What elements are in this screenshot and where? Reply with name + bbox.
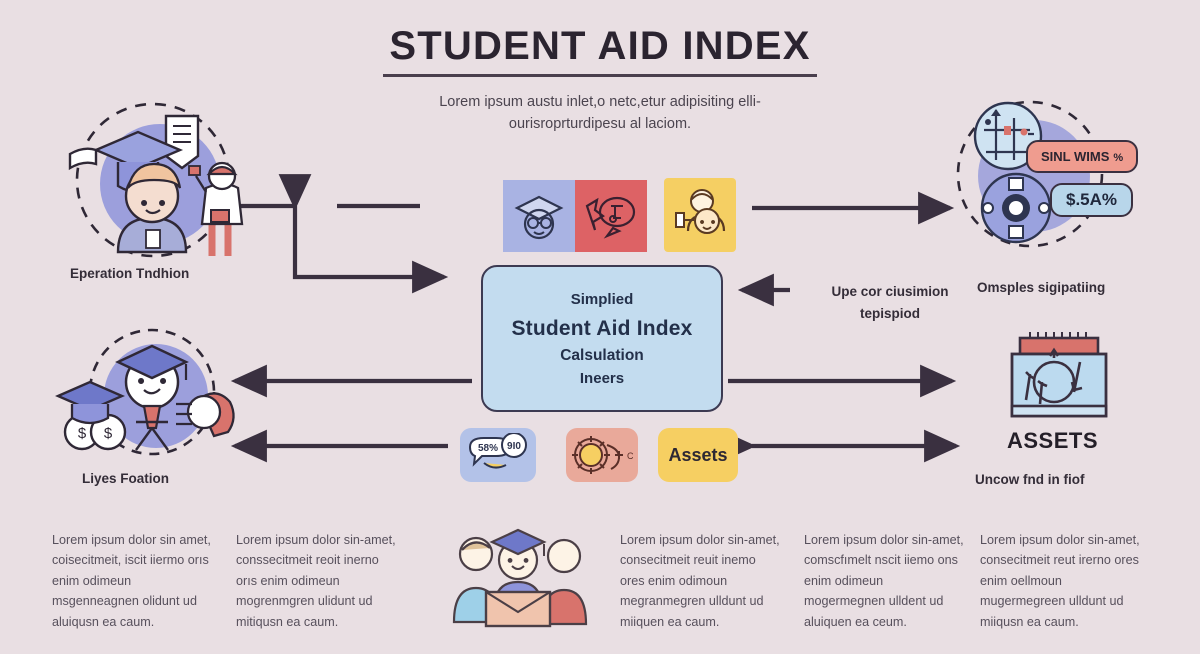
graduation-cap-icon — [514, 195, 564, 240]
gear-mark: C — [627, 451, 633, 461]
tile-graduate — [503, 180, 575, 252]
gear-icon: C — [572, 436, 633, 474]
center-box-line3: Calsulation — [560, 346, 644, 364]
label-top-left: Eperation Tndhion — [70, 266, 190, 281]
paragraph-1: Lorem ipsum dolor sin amet, coisecitmeit… — [52, 533, 211, 629]
badge-blue: $.5A% — [1050, 183, 1134, 217]
person-red-icon — [188, 161, 244, 256]
center-box: Simplied Student Aid Index Calsulation I… — [481, 265, 723, 412]
badge-salmon-suffix: % — [1113, 152, 1124, 164]
person-icon — [116, 162, 188, 254]
page-title: STUDENT AID INDEX — [383, 24, 817, 77]
tile-assets: Assets — [658, 428, 738, 482]
center-box-line1: Simplied — [570, 290, 634, 308]
illustration-people-bottom — [452, 528, 588, 628]
badge-blue-text: $.5A% — [1066, 190, 1118, 209]
speech-bubble-icon — [585, 196, 636, 239]
graduate-icon — [115, 344, 189, 451]
svg-text:$: $ — [78, 425, 87, 442]
stat-right-value: 9I0 — [507, 441, 521, 452]
people-icon — [675, 189, 726, 234]
label-bottom-left: Liyes Foation — [82, 471, 170, 486]
paragraph-4: Lorem ipsum dolor sin-amet, comscfımelt … — [804, 533, 964, 629]
page-subtitle: Lorem ipsum austu inlet,o netc,etur adip… — [439, 94, 761, 133]
center-box-line4: Ineers — [579, 369, 625, 387]
illustration-analytics-top-right — [956, 100, 1104, 248]
tile-people — [664, 178, 736, 252]
assets-heading: ASSETS — [1007, 428, 1099, 453]
tile-assets-label: Assets — [668, 444, 728, 465]
center-box-line2: Student Aid Index — [511, 316, 693, 340]
label-top-right: Omsples sigipatiing — [977, 280, 1106, 295]
svg-text:$: $ — [104, 425, 113, 442]
illustration-education-bottom-left: $ $ — [55, 328, 235, 456]
illustration-assets-bank — [1010, 332, 1108, 418]
person-redhair-icon — [176, 392, 235, 438]
label-bottom-right: Uncow fnd in fiof — [975, 472, 1085, 487]
paragraph-3: Lorem ipsum dolor sin-amet, consecitmeit… — [620, 533, 780, 629]
badge-salmon: SINL WIMS% — [1026, 140, 1139, 173]
tile-statistics: 58% 9I0 — [460, 428, 536, 482]
stat-left-value: 58% — [478, 443, 498, 454]
tile-gear: C — [566, 428, 638, 482]
badge-salmon-text: SINL WIMS — [1041, 149, 1110, 164]
envelope-icon — [484, 590, 552, 628]
illustration-education-top-left — [68, 102, 244, 258]
chart-icon — [973, 101, 1043, 171]
label-mid-right: Upe cor ciusimion tepispiod — [831, 284, 949, 321]
paragraph-2: Lorem ipsum dolor sin-amet, conssecitmei… — [236, 533, 396, 629]
compass-gear-icon — [980, 172, 1052, 244]
header: STUDENT AID INDEX Lorem ipsum austu inle… — [0, 24, 1200, 136]
money-bag-icon: $ $ — [55, 380, 127, 451]
paragraph-5: Lorem ipsum dolor sin-amet, consecitmeit… — [980, 533, 1140, 629]
speech-stats-icon: 58% 9I0 — [468, 433, 527, 469]
tile-speech-bubble — [575, 180, 647, 252]
document-icon — [164, 114, 200, 170]
